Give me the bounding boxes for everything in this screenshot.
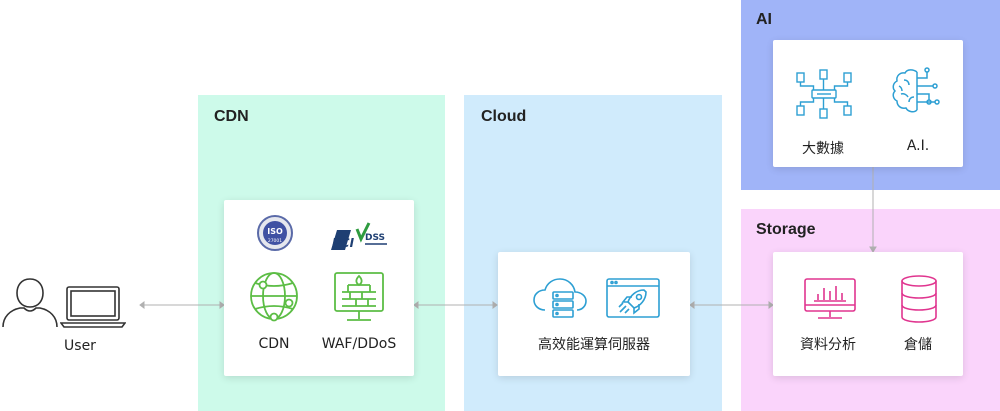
cloud-server-label: 高效能運算伺服器 bbox=[538, 337, 650, 353]
pci-dss-badge: PCI DSS bbox=[331, 222, 387, 250]
database-icon bbox=[901, 275, 937, 323]
cdn-zone-title: CDN bbox=[214, 108, 249, 125]
storage-item-label-warehouse: 倉儲 bbox=[904, 337, 932, 353]
rocket-window-icon bbox=[606, 278, 660, 318]
cloud-card bbox=[498, 252, 690, 376]
globe-icon bbox=[250, 272, 298, 322]
cloud-zone-title: Cloud bbox=[481, 108, 527, 125]
pci-badge-text: PCI bbox=[332, 236, 355, 250]
cloud-server-icon bbox=[533, 278, 587, 318]
firewall-icon bbox=[334, 272, 384, 321]
storage-zone-title: Storage bbox=[756, 221, 816, 238]
cdn-item-label-waf: WAF/DDoS bbox=[321, 336, 397, 352]
ai-brain-icon bbox=[892, 67, 940, 113]
big-data-icon bbox=[796, 69, 852, 119]
laptop-icon bbox=[60, 286, 126, 328]
cdn-item-label-cdn: CDN bbox=[258, 336, 290, 352]
ai-card bbox=[773, 40, 963, 167]
ai-item-label-ai: A.I. bbox=[906, 138, 930, 154]
iso-badge-number: 27001 bbox=[268, 238, 282, 244]
storage-item-label-analysis: 資料分析 bbox=[800, 337, 856, 353]
user-label: User bbox=[64, 338, 96, 354]
storage-card bbox=[773, 252, 963, 376]
person-icon bbox=[2, 278, 58, 328]
ai-zone-title: AI bbox=[756, 11, 772, 28]
iso-badge-text: ISO bbox=[267, 227, 283, 236]
iso-certification-badge: ISO 27001 bbox=[257, 215, 293, 251]
analytics-monitor-icon bbox=[804, 278, 856, 319]
ai-item-label-big-data: 大數據 bbox=[802, 141, 844, 157]
pci-dss-text: DSS bbox=[365, 233, 385, 243]
